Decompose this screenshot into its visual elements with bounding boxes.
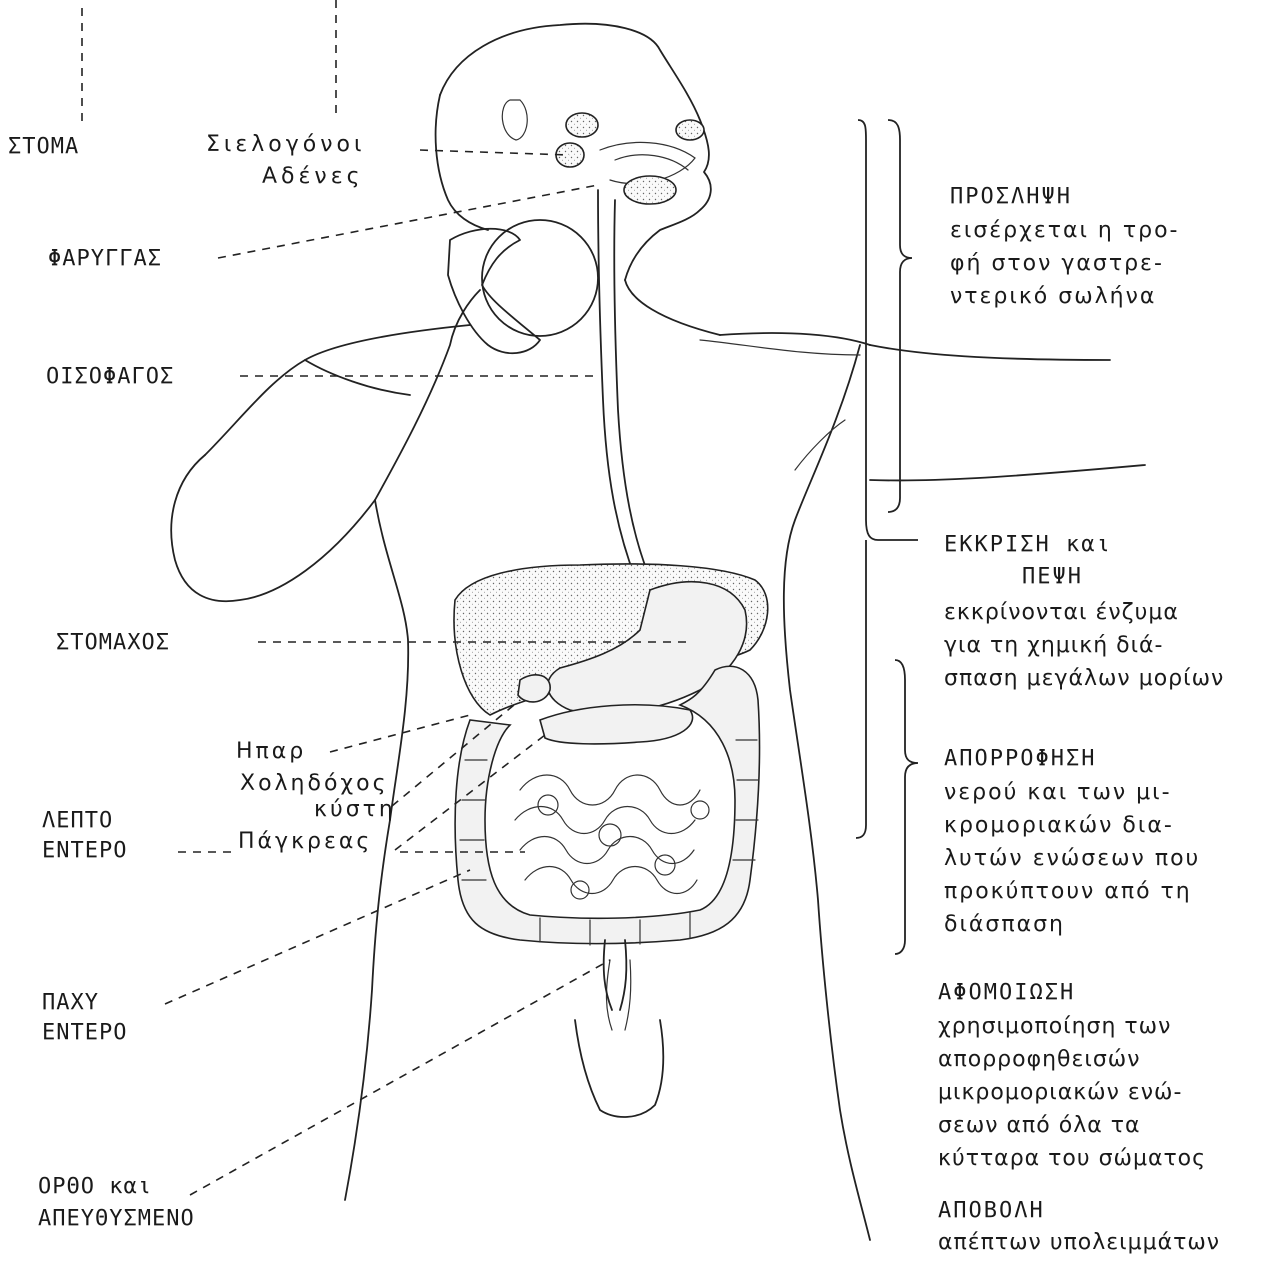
label-paxy-line1: ΠΑΧΥ: [42, 988, 99, 1018]
label-lepto-line2: ΕΝΤΕΡΟ: [42, 836, 127, 866]
label-ipar: Ηπαρ: [236, 737, 306, 767]
label-ortho-line1: ΟΡΘΟ και: [38, 1172, 152, 1202]
groin-line: [606, 960, 630, 1030]
stage-proslipsi-text: εισέρχεται η τρο- φή στον γαστρε- ντερικ…: [950, 214, 1179, 313]
paxy-leader: [165, 870, 470, 1004]
drinking-flask: [482, 220, 598, 336]
aporrofisi-brace: [895, 660, 918, 954]
farygas-leader: [218, 185, 598, 258]
label-paxy-line2: ΕΝΤΕΡΟ: [42, 1018, 127, 1048]
groin: [575, 1020, 663, 1117]
sialogonoi-leader: [420, 150, 570, 155]
gallbladder: [518, 675, 550, 702]
label-sialogonoi-line1: Σιελογόνοι: [206, 130, 365, 160]
stage-ekkrisi-text: εκκρίνονται ένζυμα για τη χημική διά- σπ…: [944, 596, 1224, 695]
shoulder-left: [205, 325, 470, 455]
small-intestine: [515, 775, 709, 899]
stage-apovoli-text: απέπτων υπολειμμάτων: [938, 1226, 1220, 1259]
stage-afomoiosi-text: χρησιμοποίηση των απορροφηθεισών μικρομο…: [938, 1010, 1206, 1175]
label-lepto-line1: ΛΕΠΤΟ: [42, 806, 113, 836]
ear: [502, 100, 527, 140]
label-stoma: ΣΤΟΜΑ: [8, 132, 79, 162]
shoulder-right: [720, 333, 870, 345]
label-oisofagos: ΟΙΣΟΦΑΓΟΣ: [46, 362, 174, 392]
stage-apovoli-title: ΑΠΟΒΟΛΗ: [938, 1196, 1045, 1226]
label-ortho-line2: ΑΠΕΥΘΥΣΜΕΝΟ: [38, 1204, 195, 1234]
stage-ekkrisi-title2: ΠΕΨΗ: [1022, 562, 1083, 592]
torso-right: [784, 345, 870, 1240]
inner-arm: [305, 360, 410, 395]
proslipsi-brace: [888, 120, 912, 512]
label-pagkreas: Πάγκρεας: [238, 827, 372, 857]
salivary-gland-1: [566, 113, 598, 137]
label-stomaxos: ΣΤΟΜΑΧΟΣ: [56, 628, 170, 658]
label-farygas: ΦΑΡΥΓΓΑΣ: [48, 244, 162, 274]
forearm: [375, 290, 480, 500]
tongue: [615, 155, 688, 170]
chest-line-1: [700, 340, 860, 355]
ekkrisi-brace: [856, 540, 918, 838]
stage-ekkrisi-title: ΕΚΚΡΙΣΗ και: [944, 530, 1112, 560]
right-flow-arrow-2: [870, 465, 1145, 480]
pancreas: [540, 705, 693, 744]
back-of-head: [436, 95, 488, 230]
salivary-gland-3: [624, 176, 676, 204]
label-sialogonoi-line2: Αδένες: [262, 162, 364, 192]
chest-shading: [795, 420, 845, 470]
upper-arm: [171, 455, 375, 601]
label-xolidoxos-line2: κύστη: [314, 795, 396, 825]
ortho-leader: [190, 960, 610, 1195]
salivary-gland-4: [676, 120, 704, 140]
right-flow-arrow-1: [870, 345, 1110, 360]
neck-front: [625, 280, 720, 335]
stage-proslipsi-title: ΠΡΟΣΛΗΨΗ: [950, 182, 1072, 212]
outer-brace: [858, 120, 878, 540]
stage-aporrofisi-text: νερού και των μι- κρομοριακών δια- λυτών…: [944, 776, 1200, 941]
stage-afomoiosi-title: ΑΦΟΜΟΙΩΣΗ: [938, 978, 1075, 1008]
stage-aporrofisi-title: ΑΠΟΡΡΟΦΗΣΗ: [944, 744, 1096, 774]
